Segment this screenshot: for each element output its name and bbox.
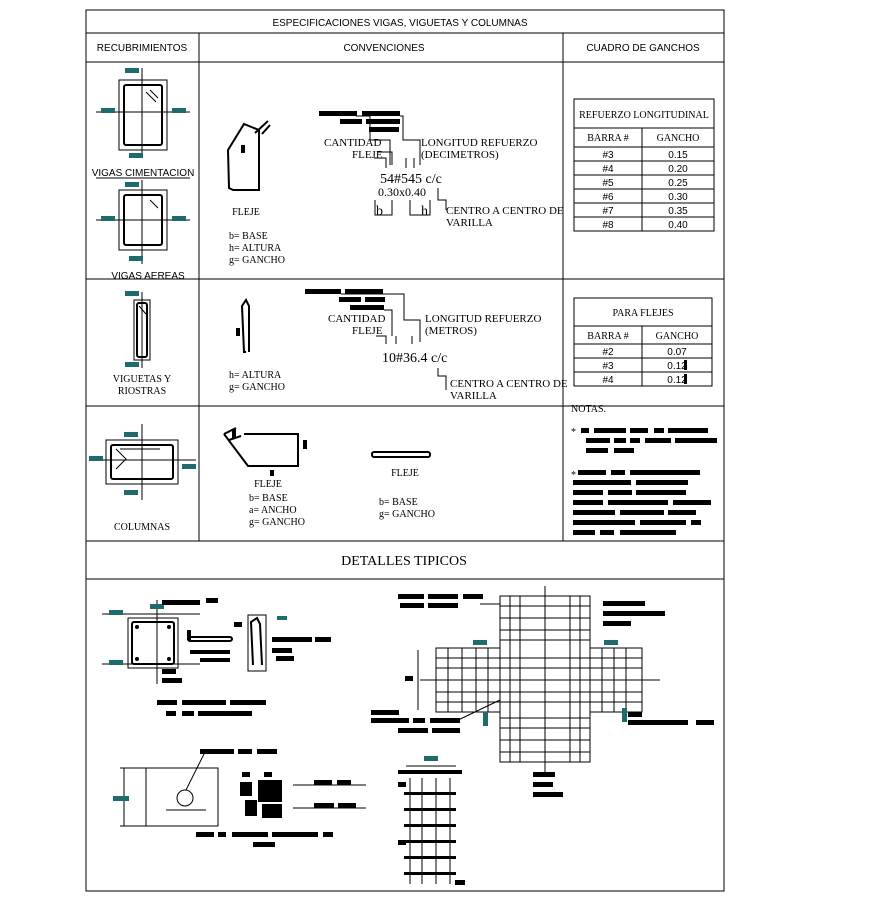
- table-flejes-col2: GANCHO: [656, 331, 699, 342]
- table-cell: 0.12: [667, 361, 687, 372]
- table-cell: 0.40: [668, 220, 688, 231]
- label-centro-r1: CENTRO A CENTRO DE: [446, 205, 564, 217]
- label-decimetros: (DECIMETROS): [421, 149, 499, 161]
- table-cell: #8: [602, 220, 614, 231]
- label-vigas-cimentacion: VIGAS CIMENTACION: [92, 168, 195, 179]
- label-longitud-r2: LONGITUD REFUERZO: [425, 313, 541, 325]
- detalles-title: DETALLES TIPICOS: [341, 554, 467, 569]
- label-h: h: [421, 204, 428, 219]
- columna-fleje-diagram: [223, 427, 307, 476]
- vigas-aereas-section: VIGAS AEREAS: [96, 177, 190, 282]
- table-cell: 0.07: [667, 347, 687, 358]
- formula-r1: 54#545 c/c: [380, 172, 442, 187]
- detail-section-columna: [102, 598, 331, 716]
- table-long-title: REFUERZO LONGITUDINAL: [579, 110, 709, 121]
- label-riostras: RIOSTRAS: [118, 386, 166, 397]
- nota-bullet: *: [571, 470, 576, 481]
- detail-column-elevation: [398, 756, 465, 885]
- viga-cimentacion-section: VIGAS CIMENTACION: [92, 68, 195, 179]
- table-cell: #5: [602, 178, 614, 189]
- label-cantidad-r2: CANTIDAD: [328, 313, 385, 325]
- label-varilla-r2: VARILLA: [450, 390, 497, 402]
- table-cell: #3: [602, 150, 614, 161]
- legend-b-base2-r3: b= BASE: [379, 497, 418, 508]
- legend-g-gancho-r2: g= GANCHO: [229, 382, 285, 393]
- dims-r1: 0.30x0.40: [378, 185, 426, 199]
- columna-section: [89, 424, 196, 500]
- legend-g-gancho: g= GANCHO: [229, 255, 285, 266]
- table-cell: 0.12: [667, 375, 687, 386]
- table-long-col1: BARRA #: [587, 133, 628, 144]
- label-cantidad: CANTIDAD: [324, 137, 381, 149]
- vigueta-section: [125, 291, 151, 368]
- table-cell: 0.35: [668, 206, 688, 217]
- header-cuadro-ganchos: CUADRO DE GANCHOS: [586, 43, 700, 54]
- label-metros: (METROS): [425, 325, 477, 337]
- header-convenciones: CONVENCIONES: [343, 43, 424, 54]
- label-vigas-aereas: VIGAS AEREAS: [111, 271, 185, 282]
- nota-bullet: *: [571, 427, 576, 438]
- label-fleje2-r3: FLEJE: [391, 468, 419, 479]
- table-cell: #2: [602, 347, 614, 358]
- legend-b-base: b= BASE: [229, 231, 268, 242]
- label-fleje: FLEJE: [232, 207, 260, 218]
- label-notas: NOTAS.: [571, 404, 606, 415]
- legend-g-gancho2-r3: g= GANCHO: [379, 509, 435, 520]
- legend-b-base-r3: b= BASE: [249, 493, 288, 504]
- label-fleje-r2: FLEJE: [352, 325, 383, 337]
- table-cell: 0.30: [668, 192, 688, 203]
- notas-redacted: * *: [571, 427, 717, 535]
- legend-a-ancho-r3: a= ANCHO: [249, 505, 297, 516]
- legend-g-gancho-r3: g= GANCHO: [249, 517, 305, 528]
- nomenclature-leaders-r1: [356, 115, 447, 216]
- label-longitud-refuerzo: LONGITUD REFUERZO: [421, 137, 537, 149]
- straight-fleje-diagram: [371, 451, 431, 458]
- label-varilla-r1: VARILLA: [446, 217, 493, 229]
- redacted-bars-r1: [319, 111, 400, 132]
- detail-node-plan: [371, 586, 714, 797]
- table-long-col2: GANCHO: [657, 133, 700, 144]
- table-cell: #4: [602, 164, 614, 175]
- table-refuerzo-longitudinal: [573, 98, 715, 232]
- label-centro-r2: CENTRO A CENTRO DE: [450, 378, 568, 390]
- label-columnas: COLUMNAS: [114, 522, 170, 533]
- legend-h-altura-r2: h= ALTURA: [229, 370, 282, 381]
- fleje-stirrup-diagram: [226, 120, 271, 191]
- table-long-rows: #3 0.15 #4 0.20 #5 0.25 #6 0.30 #7 0.35 …: [602, 150, 688, 231]
- detail-elevation-opening: [113, 749, 366, 847]
- label-fleje-r3: FLEJE: [254, 479, 282, 490]
- legend-h-altura: h= ALTURA: [229, 243, 282, 254]
- label-b: b: [376, 204, 383, 219]
- table-cell: #7: [602, 206, 614, 217]
- table-cell: #4: [602, 375, 614, 386]
- sheet-frame: [85, 9, 725, 892]
- table-cell: #6: [602, 192, 614, 203]
- table-flejes-title: PARA FLEJES: [612, 308, 673, 319]
- redacted-bars-r2: [305, 289, 385, 310]
- table-cell: #3: [602, 361, 614, 372]
- label-viguetas: VIGUETAS Y: [113, 374, 172, 385]
- nomenclature-leaders-r2: [341, 293, 447, 390]
- table-flejes-rows: #2 0.07 #3 0.12 #4 0.12: [602, 347, 687, 386]
- label-fleje-nomen: FLEJE: [352, 149, 383, 161]
- table-cell: 0.15: [668, 150, 688, 161]
- table-cell: 0.25: [668, 178, 688, 189]
- header-recubrimientos: RECUBRIMIENTOS: [97, 43, 188, 54]
- formula-r2: 10#36.4 c/c: [382, 351, 447, 366]
- sheet-title: ESPECIFICACIONES VIGAS, VIGUETAS Y COLUM…: [272, 18, 527, 29]
- table-para-flejes: [573, 297, 713, 387]
- table-cell: 0.20: [668, 164, 688, 175]
- table-flejes-col1: BARRA #: [587, 331, 628, 342]
- vigueta-fleje-diagram: [236, 298, 250, 353]
